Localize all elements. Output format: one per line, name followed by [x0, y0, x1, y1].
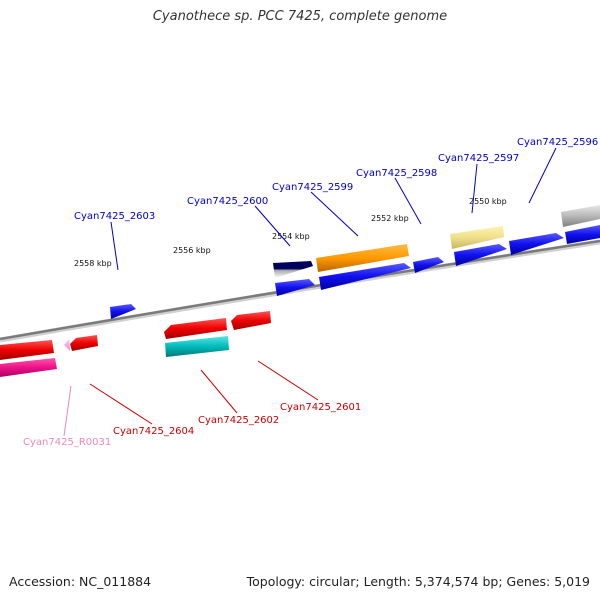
gene-cds-pink-edge[interactable]: [0, 358, 57, 377]
leader-line-2596: [528, 147, 557, 204]
gene-cds-2600[interactable]: [275, 279, 315, 296]
gene-cds-2600-navy[interactable]: [273, 261, 313, 278]
scale-label: 2552 kbp: [371, 214, 409, 223]
scale-label: 2554 kbp: [272, 232, 310, 241]
gene-label-2597[interactable]: Cyan7425_2597: [438, 153, 519, 164]
topology-text: Topology: circular; Length: 5,374,574 bp…: [246, 574, 590, 589]
scale-label: 2558 kbp: [74, 259, 112, 268]
accession-text: Accession: NC_011884: [9, 574, 152, 589]
gene-label-2596[interactable]: Cyan7425_2596: [517, 137, 598, 148]
gene-cds-2596[interactable]: [509, 233, 564, 255]
leader-line-2599: [310, 191, 359, 237]
gene-cds-2601[interactable]: [231, 311, 271, 330]
gene-label-2604[interactable]: Cyan7425_2604: [113, 426, 194, 437]
gene-cds-2597[interactable]: [454, 244, 507, 266]
gene-label-R0031[interactable]: Cyan7425_R0031: [23, 437, 111, 448]
gene-cds-2598[interactable]: [413, 257, 444, 273]
gene-cds-2599-orange[interactable]: [316, 244, 409, 272]
gene-label-2603[interactable]: Cyan7425_2603: [74, 211, 155, 222]
gene-cds-2599[interactable]: [319, 263, 411, 290]
gene-rna-R0031[interactable]: [64, 339, 70, 351]
leader-line-R0031: [63, 385, 72, 437]
gene-cds-2604[interactable]: [70, 335, 98, 351]
gene-label-2600[interactable]: Cyan7425_2600: [187, 196, 268, 207]
gene-cds-2602-red[interactable]: [164, 318, 227, 339]
gene-cds-red-edge[interactable]: [0, 340, 54, 360]
genome-backbone: [0, 239, 600, 343]
gene-label-2599[interactable]: Cyan7425_2599: [272, 182, 353, 193]
scale-label: 2556 kbp: [173, 246, 211, 255]
scale-label: 2550 kbp: [469, 197, 507, 206]
leader-line-2603: [110, 221, 119, 271]
gene-cds-edge[interactable]: [565, 225, 600, 244]
leader-line-2598: [394, 177, 422, 225]
map-title: Cyanothece sp. PCC 7425, complete genome: [152, 9, 448, 24]
gene-cds-2597-khaki[interactable]: [450, 226, 504, 249]
gene-label-2601[interactable]: Cyan7425_2601: [280, 402, 361, 413]
leader-line-2597: [471, 163, 478, 214]
gene-label-2602[interactable]: Cyan7425_2602: [198, 415, 279, 426]
leader-line-2604: [89, 383, 153, 425]
leader-line-2601: [257, 360, 319, 401]
gene-label-2598[interactable]: Cyan7425_2598: [356, 168, 437, 179]
leader-line-2602: [200, 369, 238, 414]
gene-cds-gray[interactable]: [561, 205, 600, 227]
gene-cds-2602-teal[interactable]: [165, 336, 229, 357]
leader-line-2600: [254, 205, 291, 247]
gene-cds-2603[interactable]: [110, 304, 136, 319]
